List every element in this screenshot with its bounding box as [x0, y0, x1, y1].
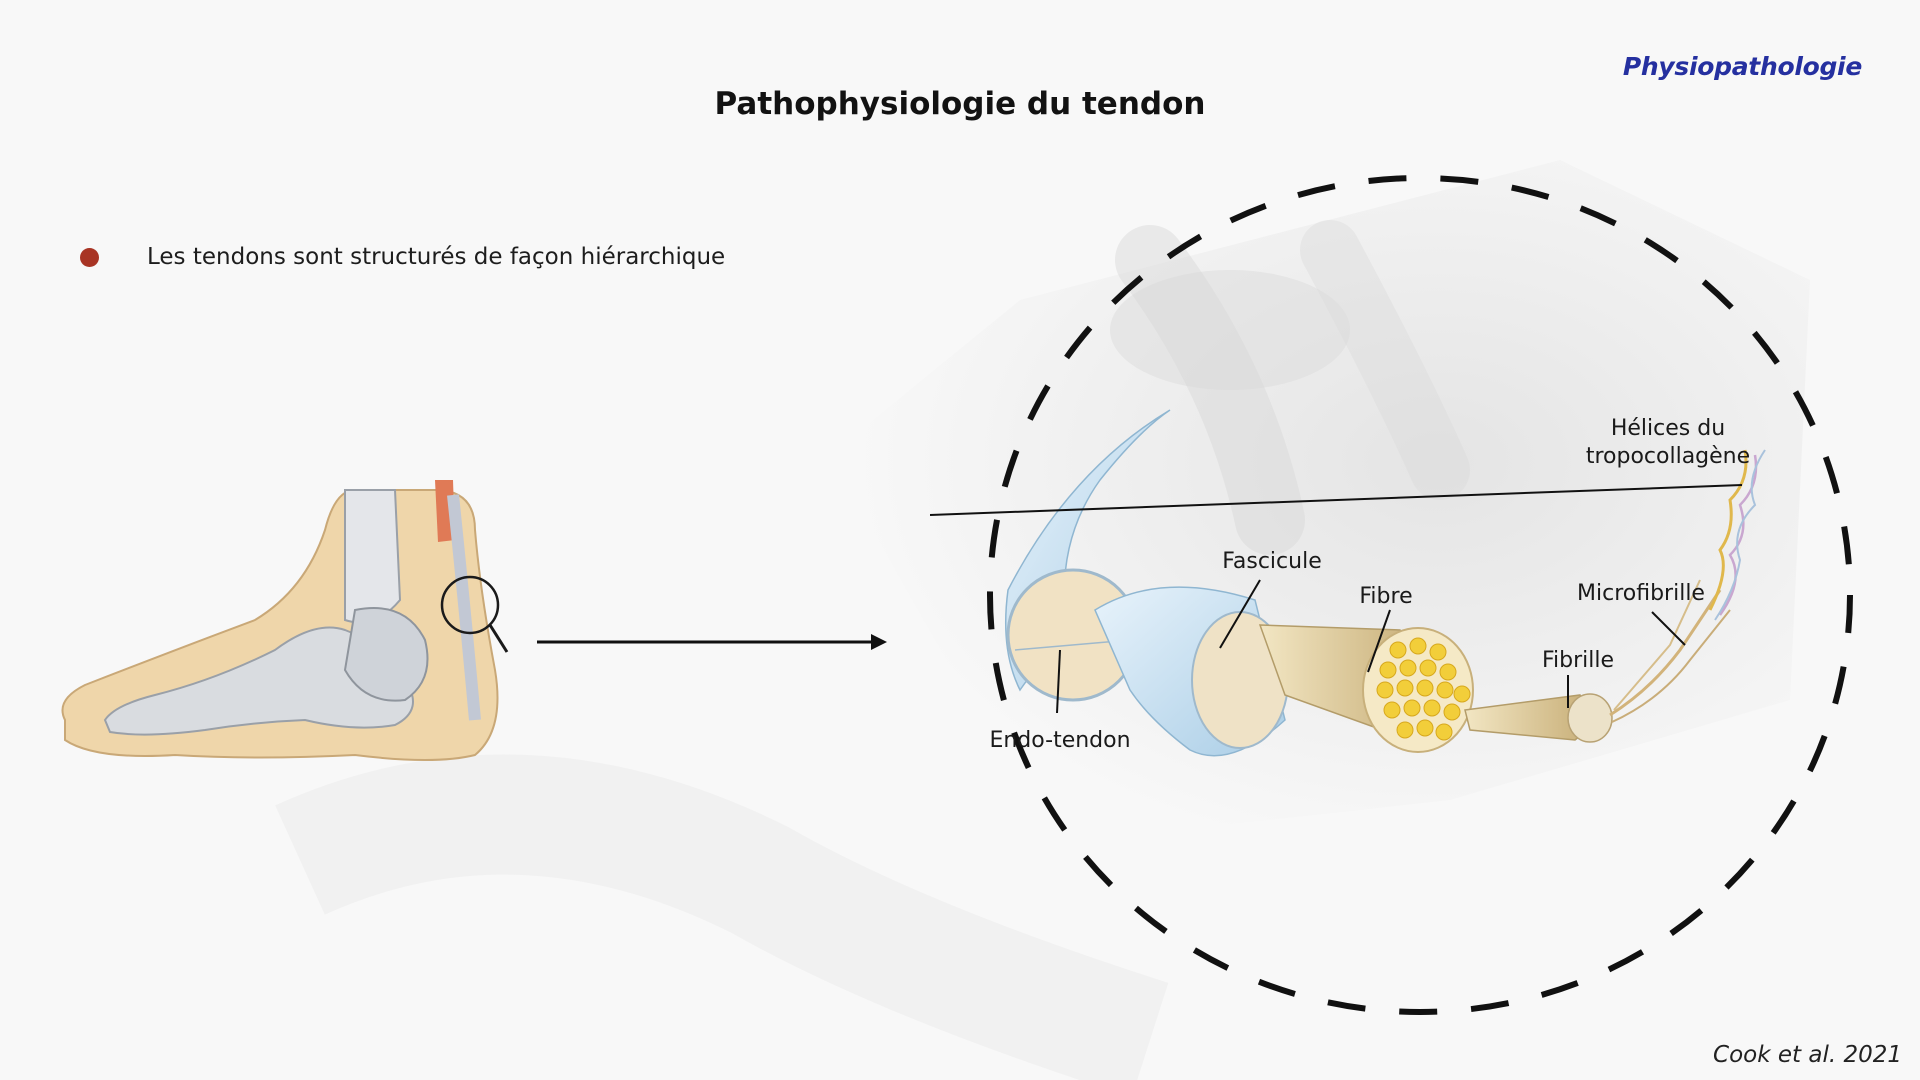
magnifier-icon [440, 575, 500, 635]
label-helices-line1: Hélices du [1611, 416, 1725, 441]
tendon-hierarchy-diagram: Endo-tendon Fascicule Fibre Fibrille Mic… [930, 175, 1853, 1015]
section-tag: Physiopathologie [1622, 52, 1862, 81]
label-fascicule: Fascicule [1222, 549, 1321, 574]
label-fibrille: Fibrille [1542, 648, 1614, 673]
fibrille-cross-section [1567, 693, 1613, 743]
label-endo-tendon: Endo-tendon [989, 728, 1130, 753]
label-helices-line2: tropocollagène [1586, 444, 1750, 469]
label-fibre: Fibre [1359, 584, 1412, 609]
dashed-outline [987, 175, 1853, 1015]
bullet-item: Les tendons sont structurés de façon hié… [80, 244, 725, 270]
arrow-icon [537, 634, 887, 650]
bullet-marker [80, 247, 99, 267]
bullet-text: Les tendons sont structurés de façon hié… [147, 244, 726, 270]
citation: Cook et al. 2021 [1713, 1042, 1902, 1068]
foot-illustration [61, 480, 509, 761]
page-title: Pathophysiologie du tendon [714, 86, 1206, 122]
label-microfibrille: Microfibrille [1577, 581, 1705, 606]
helices-strand [1708, 449, 1748, 611]
